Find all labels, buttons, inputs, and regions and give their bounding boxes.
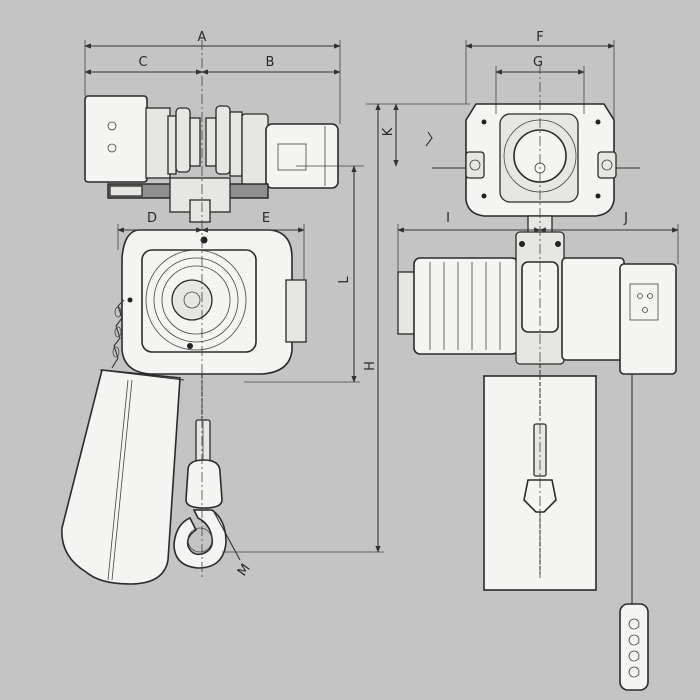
dimension-g: G: [495, 55, 585, 114]
trolley-wheels: [175, 105, 269, 187]
dimension-h: H K: [363, 103, 470, 553]
front-elevation-view: A C B D E L M: [61, 30, 384, 585]
dim-label-b: B: [266, 55, 275, 70]
bottom-hook: [173, 459, 241, 569]
dimension-i-j: I J: [397, 211, 679, 272]
dim-label-g: G: [533, 55, 543, 70]
dim-label-h: H: [363, 361, 378, 371]
side-elevation-view: F G I J: [397, 30, 679, 691]
chain-bag: [61, 369, 185, 585]
dim-label-e: E: [262, 211, 270, 226]
dim-label-c: C: [138, 55, 147, 70]
dimension-l: L: [244, 165, 364, 383]
pendant-switch: [619, 374, 649, 691]
dim-label-d: D: [147, 211, 157, 226]
dim-label-a: A: [198, 30, 207, 45]
dim-label-l: L: [337, 276, 352, 284]
dimension-a: A: [84, 30, 341, 124]
trolley-side-plate: [425, 103, 640, 237]
dimension-m: M: [235, 561, 254, 579]
dimension-c-b: C B: [84, 55, 341, 75]
trolley-motor: [84, 95, 177, 183]
dim-label-i: I: [446, 211, 450, 226]
hoist-body: [121, 229, 307, 375]
dim-label-f: F: [536, 30, 543, 45]
load-chain: [195, 374, 211, 465]
hoist-motor-side: [397, 231, 677, 375]
slack-chain: [111, 299, 125, 369]
travel-motor: [265, 123, 339, 189]
dim-label-j: J: [623, 211, 628, 226]
trolley-frame: [107, 177, 269, 223]
dim-label-m: M: [235, 561, 254, 579]
dimension-d-e: D E: [117, 211, 305, 280]
dimension-f: F: [465, 30, 615, 120]
dim-label-k: K: [381, 127, 396, 136]
